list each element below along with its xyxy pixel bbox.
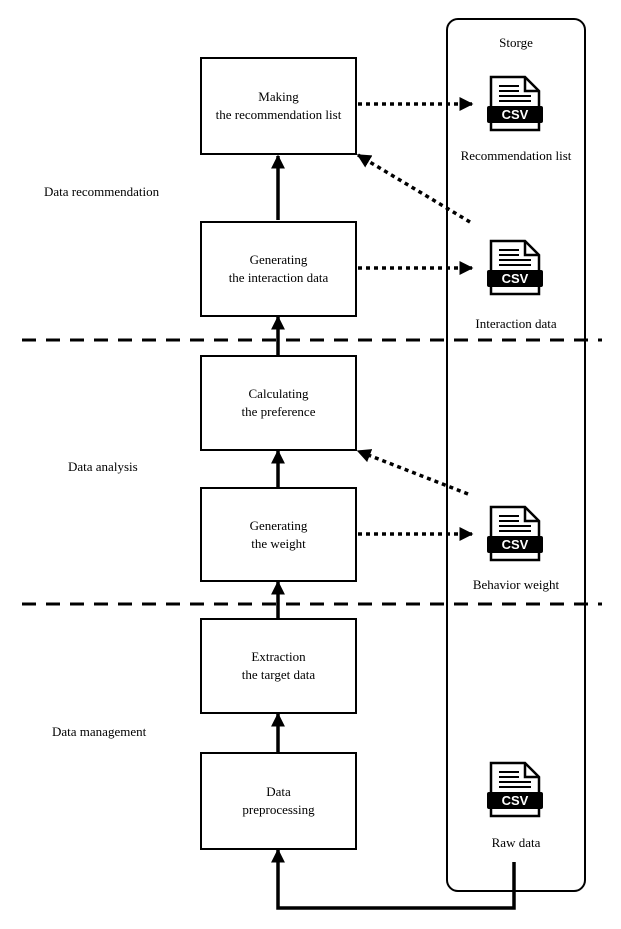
phase-label-management: Data management [52, 724, 147, 739]
step-line-2: the weight [251, 535, 306, 551]
step-line-2: the preference [241, 404, 316, 419]
step-making-recommendation-list: Making the recommendation list [200, 57, 357, 155]
step-generating-weight: Generating the weight [200, 487, 357, 582]
step-line-2: preprocessing [242, 802, 315, 817]
csv-file-icon: CSV [487, 505, 543, 562]
file-label-raw-data: Raw data [491, 835, 541, 850]
arrow-raw-data-to-preprocessing [271, 848, 516, 910]
step-calculating-preference: Calculating the preference [200, 355, 357, 451]
step-line-1: Extraction [251, 649, 306, 664]
file-label-recommendation-list: Recommendation list [460, 148, 572, 163]
csv-icon-text: CSV [502, 271, 529, 286]
file-label-interaction-data: Interaction data [475, 316, 557, 331]
step-line-2: the target data [241, 667, 316, 682]
arrow-behavior-weight-to-preference [356, 449, 469, 496]
csv-file-icon: CSV [487, 761, 543, 818]
phase-label-recommendation: Data recommendation [44, 184, 160, 199]
phase-label-analysis: Data analysis [68, 459, 138, 474]
step-line-1: Calculating [248, 386, 309, 401]
csv-icon-text: CSV [502, 793, 529, 808]
step-line-2: the recommendation list [215, 107, 342, 122]
csv-file-icon: CSV [487, 239, 543, 296]
csv-file-icon: CSV [487, 75, 543, 132]
arrow-interaction-data-to-recommendation [356, 153, 471, 224]
step-data-preprocessing: Data preprocessing [200, 752, 357, 850]
storage-container [446, 18, 586, 892]
storage-title: Storge [499, 35, 533, 50]
file-label-behavior-weight: Behavior weight [472, 577, 560, 592]
step-line-1: Making [258, 89, 299, 104]
csv-icon-text: CSV [502, 107, 529, 122]
step-line-1: Generating [249, 517, 308, 533]
step-line-1: Data [266, 784, 291, 799]
step-line-2: the interaction data [228, 270, 329, 285]
step-extraction-target-data: Extraction the target data [200, 618, 357, 714]
step-line-1: Generating [249, 252, 308, 267]
step-generating-interaction-data: Generating the interaction data [200, 221, 357, 317]
csv-icon-text: CSV [502, 537, 529, 552]
